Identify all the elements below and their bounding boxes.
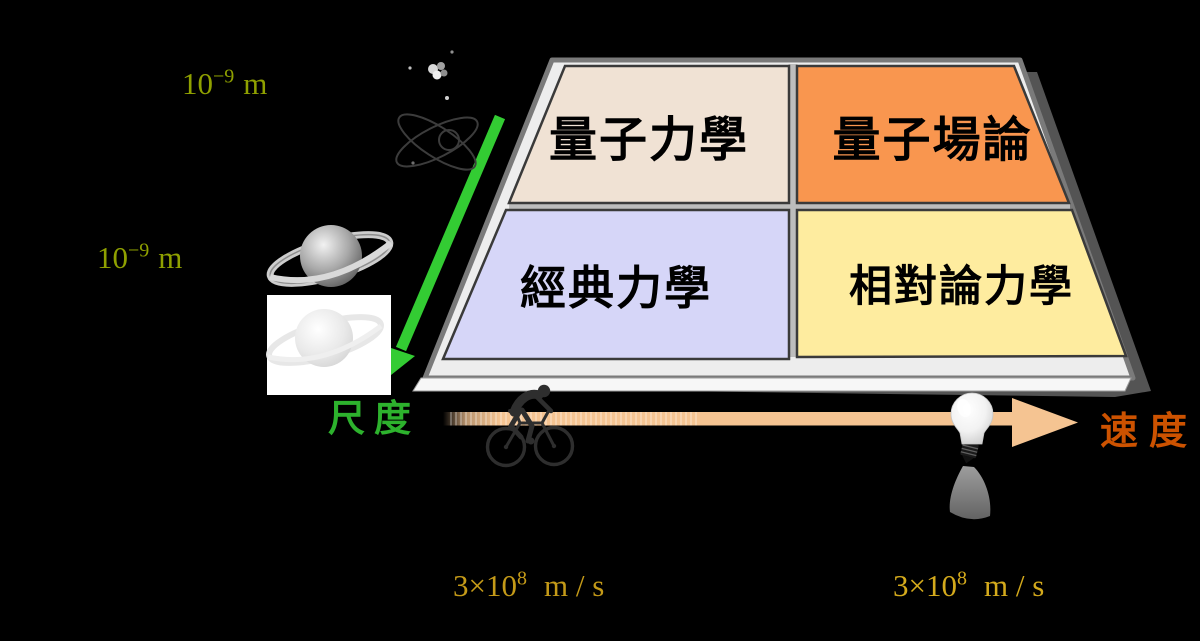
saturn-icon (266, 225, 394, 287)
light-beam (949, 466, 991, 520)
atom-icon (395, 50, 479, 171)
speed-axis-arrow (443, 398, 1078, 447)
cyclist-icon (485, 384, 575, 468)
board-front-edge (412, 377, 1132, 392)
light-bulb-icon (950, 392, 994, 464)
saturn-faded-icon (266, 295, 391, 395)
quadrant-quantum-field-theory (795, 64, 1071, 205)
quadrant-quantum-mechanics (507, 64, 791, 205)
quadrant-relativistic-mechanics (795, 208, 1128, 359)
quadrant-classical-mechanics (441, 208, 791, 361)
